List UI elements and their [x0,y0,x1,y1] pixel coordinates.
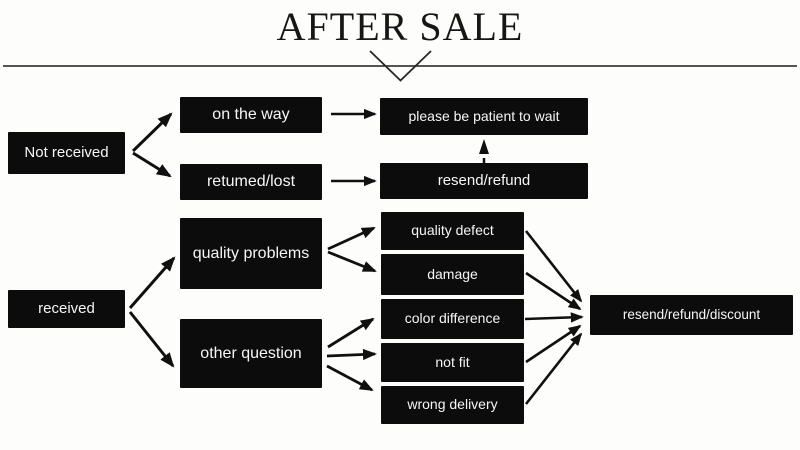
node-quality-problems: quality problems [180,218,322,289]
arrow-other-question-to-wrong-delivery [326,364,374,392]
node-returned-lost: retumed/lost [180,164,322,200]
arrow-other-question-to-not-fit [326,348,377,361]
arrow-received-to-other-question [128,311,175,368]
node-other-question: other question [180,319,322,388]
title-chevron-icon [369,50,432,82]
node-damage: damage [381,254,524,295]
page-title: AFTER SALE [276,4,524,49]
node-please-wait: please be patient to wait [380,98,588,135]
node-quality-defect: quality defect [381,212,524,250]
node-on-the-way: on the way [180,97,322,133]
arrow-quality-problems-to-quality-defect [327,226,376,251]
arrow-wrong-delivery-to-discount [524,332,583,405]
arrow-color-difference-to-discount [524,312,584,323]
arrow-not-received-to-on-the-way [131,112,173,153]
node-resend-refund: resend/refund [380,163,588,199]
arrow-quality-defect-to-discount [524,230,583,303]
arrow-damage-to-discount [525,271,582,311]
arrow-other-question-to-color-difference [327,317,375,349]
node-color-difference: color difference [381,299,524,339]
arrow-resend-refund-to-please-wait-head [479,139,489,154]
node-received: received [8,290,125,328]
arrow-not-received-to-returned-lost [132,151,172,178]
arrow-not-fit-to-discount [525,324,582,364]
node-not-received: Not received [8,132,125,174]
node-wrong-delivery: wrong delivery [381,386,524,424]
node-resend-refund-discount: resend/refund/discount [590,295,793,335]
arrow-quality-problems-to-damage [327,250,377,273]
arrow-received-to-quality-problems [128,256,176,309]
node-not-fit: not fit [381,343,524,382]
